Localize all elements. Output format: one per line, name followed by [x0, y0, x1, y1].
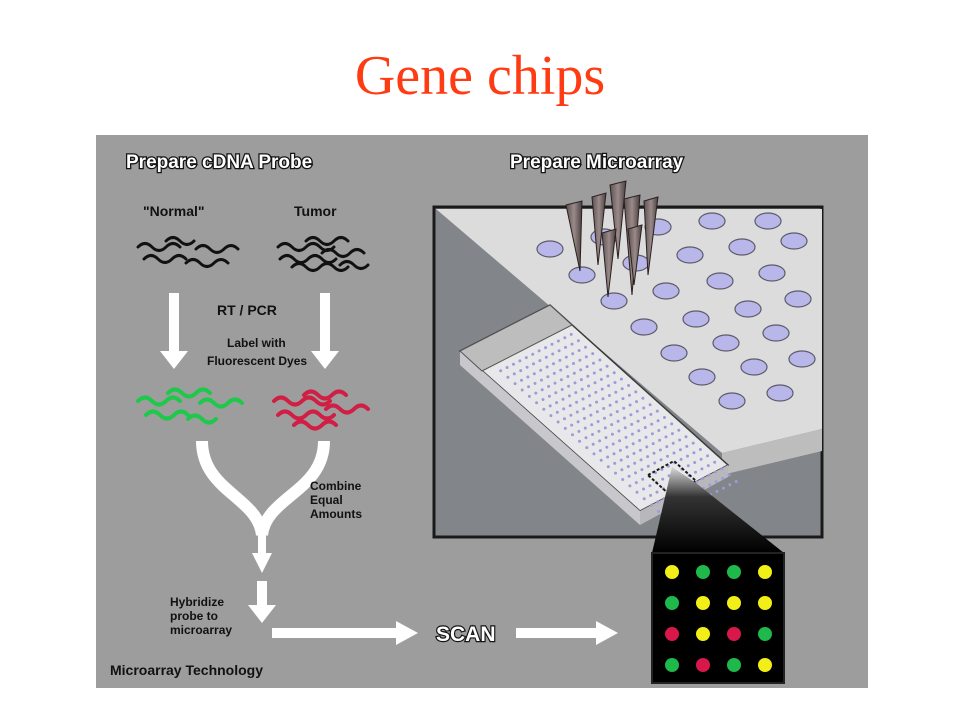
- pipette-tips: [565, 180, 659, 298]
- normal-rna-strands: [136, 236, 240, 268]
- spot-green: [758, 627, 772, 641]
- hybridize-line-1: Hybridize: [170, 595, 224, 609]
- spot-red: [665, 627, 679, 641]
- slide-spot-array: [499, 332, 738, 520]
- microplate-top: [436, 209, 822, 453]
- microplate-side: [722, 429, 822, 475]
- prepare-cdna-probe-heading: Prepare cDNA Probe: [126, 152, 312, 173]
- spot-red: [696, 658, 710, 672]
- spot-yellow: [758, 596, 772, 610]
- spot-green: [727, 658, 741, 672]
- slide-title: Gene chips: [354, 45, 606, 107]
- red-labelled-cdna: [272, 389, 370, 431]
- spot-yellow: [665, 565, 679, 579]
- spot-red: [727, 627, 741, 641]
- spot-yellow: [696, 627, 710, 641]
- scan-label: SCAN: [436, 623, 496, 646]
- label-dyes-line-2: Fluorescent Dyes: [207, 354, 307, 368]
- spot-green: [665, 658, 679, 672]
- probe-down-arrows: [160, 293, 339, 369]
- rt-pcr-label: RT / PCR: [217, 302, 277, 318]
- spot-yellow: [696, 596, 710, 610]
- combine-line-1: Combine: [310, 479, 362, 493]
- combine-line-2: Equal: [310, 493, 343, 507]
- glass-slide-end: [460, 351, 640, 525]
- label-dyes-line-1: Label with: [227, 336, 286, 350]
- spot-green: [665, 596, 679, 610]
- prepare-microarray-heading: Prepare Microarray: [510, 152, 684, 173]
- spot-yellow: [727, 596, 741, 610]
- spot-yellow: [758, 658, 772, 672]
- hybridize-line-2: probe to: [170, 609, 218, 623]
- microarray-technology-diagram: Prepare cDNA Probe Prepare Microarray "N…: [96, 135, 868, 688]
- spot-grid: [665, 565, 772, 672]
- tumor-label: Tumor: [294, 203, 337, 219]
- combine-arrowhead: [252, 553, 272, 573]
- spot-yellow: [758, 565, 772, 579]
- spot-green: [727, 565, 741, 579]
- microarray-technology-label: Microarray Technology: [110, 662, 263, 678]
- hybridize-down-arrow: [248, 581, 276, 623]
- green-labelled-cdna: [136, 387, 244, 425]
- spot-green: [696, 565, 710, 579]
- slide-label-area: [459, 304, 573, 372]
- tumor-rna-strands: [276, 236, 370, 272]
- combine-funnel-arrow: [196, 440, 330, 555]
- zoom-beam: [652, 467, 784, 553]
- combine-line-3: Amounts: [310, 507, 362, 521]
- scan-flow-arrows: [272, 621, 618, 645]
- hybridize-line-3: microarray: [170, 623, 232, 637]
- normal-label: "Normal": [143, 203, 205, 219]
